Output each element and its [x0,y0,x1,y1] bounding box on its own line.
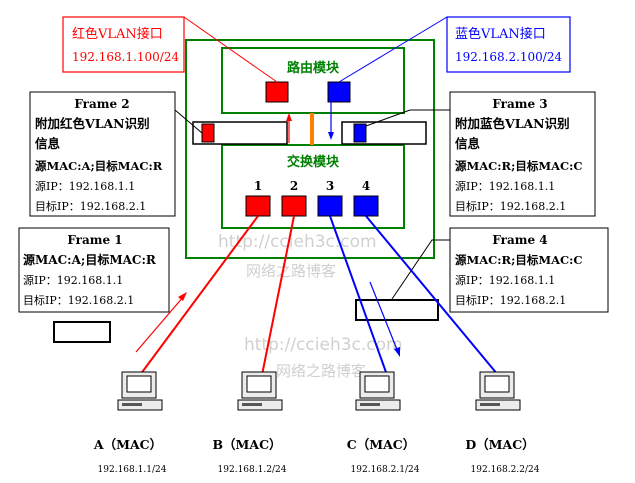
red-up-arrowhead [286,113,292,121]
frame3-vlan-tag [353,123,367,143]
blue-down-arrowhead [328,132,334,140]
link-port3-hostC [329,215,388,376]
frame4-packet [355,299,439,321]
watermark-cn: 网络之路博客 [246,262,336,280]
link-port1-hostA [139,215,259,376]
port-4 [353,195,379,217]
host-c [355,371,401,411]
port-4-label: 4 [362,179,370,193]
host-d-ip: 192.168.2.2/24 [471,465,540,475]
frame1-line3: 目标IP：192.168.2.1 [23,293,134,307]
frame1-line1: 源MAC:A;目标MAC:R [23,252,157,267]
frame3-line5: 目标IP：192.168.2.1 [455,199,566,213]
red-callout-leader [183,16,278,83]
frame3-line2: 信息 [455,136,481,151]
frame4-line1: 源MAC:R;目标MAC:C [454,253,583,267]
frame2-line5: 目标IP：192.168.2.1 [35,199,146,213]
frame3-line3: 源MAC:R;目标MAC:C [454,159,583,173]
link-port4-hostD [365,215,499,376]
port-2-label: 2 [290,179,298,193]
frame2-line4: 源IP：192.168.1.1 [35,179,135,193]
frame2-vlan-tag [201,123,215,143]
host-a-ip: 192.168.1.1/24 [98,465,167,475]
host-b-name: B（MAC） [212,437,281,452]
link-port2-hostB [261,215,295,376]
host-b-ip: 192.168.1.2/24 [218,465,287,475]
host-c-ip: 192.168.2.1/24 [351,465,420,475]
host-c-name: C（MAC） [347,437,415,452]
frame2-line2: 信息 [35,136,61,151]
port-3-label: 3 [326,179,334,193]
red-vlan-ip: 192.168.1.100/24 [72,50,179,64]
router-module-label: 路由模块 [287,60,340,76]
frame2-line1: 附加红色VLAN识别 [35,116,150,131]
host-d [475,371,521,411]
frame1-title: Frame 1 [67,233,122,247]
frame1-box: Frame 1 源MAC:A;目标MAC:R 源IP：192.168.1.1 目… [18,227,170,313]
frame4-line3: 目标IP：192.168.2.1 [455,293,566,307]
frame3-title: Frame 3 [492,97,547,111]
port-2 [281,195,307,217]
blue-flow-arrowhead [394,347,400,357]
blue-flow-arrow-line [369,281,399,353]
frame1-packet [53,321,111,343]
red-flow-arrowhead [178,292,187,301]
blue-vlan-callout [446,16,571,73]
frame4-title: Frame 4 [492,233,547,247]
frame2-line3: 源MAC:A;目标MAC:R [34,159,163,173]
frame2-leader [174,109,203,134]
frame2-title: Frame 2 [74,97,129,111]
host-a-name: A（MAC） [93,437,162,452]
frame3-line1: 附加蓝色VLAN识别 [455,116,570,131]
frame1-line2: 源IP：192.168.1.1 [23,273,123,287]
port-1 [245,195,271,217]
frame2-packet [192,121,288,145]
switch-module-label: 交换模块 [287,154,340,170]
frame3-leader [365,109,450,127]
frame4-line2: 源IP：192.168.1.1 [455,273,555,287]
frame4-leader [391,239,450,300]
host-b [237,371,283,411]
router-module [221,47,405,114]
red-vlan-title: 红色VLAN接口 [72,26,163,42]
l3-switch-outline [185,39,435,259]
red-vlan-callout [62,16,185,73]
host-a [117,371,163,411]
frame2-box: Frame 2 附加红色VLAN识别 信息 源MAC:A;目标MAC:R 源IP… [29,91,176,217]
red-vlan-interface [265,81,289,103]
frame3-box: Frame 3 附加蓝色VLAN识别 信息 源MAC:R;目标MAC:C 源IP… [449,91,596,217]
port-3 [317,195,343,217]
frame4-box: Frame 4 源MAC:R;目标MAC:C 源IP：192.168.1.1 目… [449,227,609,313]
frame3-line4: 源IP：192.168.1.1 [455,179,555,193]
watermark-cn-2: 网络之路博客 [276,362,366,380]
watermark-url: http://ccieh3c.com [218,232,377,252]
blue-vlan-title: 蓝色VLAN接口 [455,26,546,42]
blue-callout-leader [338,16,448,83]
host-d-name: D（MAC） [465,437,534,452]
watermark-url-2: http://ccieh3c.com [244,335,403,355]
port-1-label: 1 [254,179,262,193]
blue-vlan-ip: 192.168.2.100/24 [455,50,562,64]
red-flow-arrow-line [135,295,185,353]
